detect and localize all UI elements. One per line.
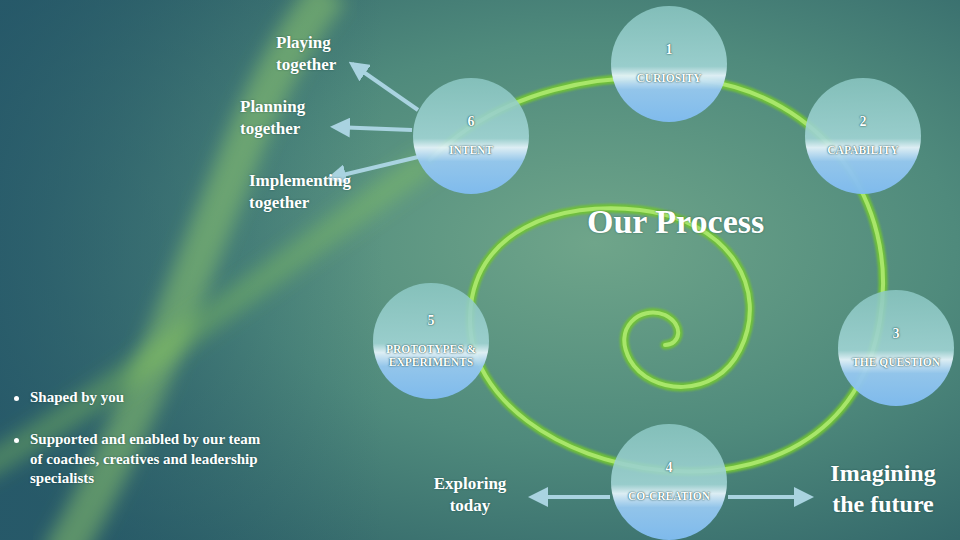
step-number: 5 <box>428 313 435 329</box>
leader-arrow <box>532 495 610 499</box>
process-circle: 4CO-CREATION <box>611 424 727 540</box>
bullet-dot <box>14 396 19 401</box>
leader-arrow <box>352 64 418 110</box>
process-circle: 3THE QUESTION <box>838 290 954 406</box>
step-label: PROTOTYPES & EXPERIMENTS <box>384 343 478 369</box>
step-label: CURIOSITY <box>636 72 701 85</box>
step-number: 1 <box>666 42 673 58</box>
process-circle: 5PROTOTYPES & EXPERIMENTS <box>373 283 489 399</box>
process-circle: 2CAPABILITY <box>805 78 921 194</box>
bullet-dot <box>14 438 19 443</box>
process-circle: 6INTENT <box>413 78 529 194</box>
step-label: CO-CREATION <box>628 490 710 503</box>
outcome-label: Playing together <box>276 32 376 76</box>
diagram-title: Our Process <box>587 200 764 244</box>
step-number: 4 <box>666 460 673 476</box>
outcome-label: Planning together <box>240 96 340 140</box>
leader-arrow <box>728 495 810 499</box>
step-number: 3 <box>893 326 900 342</box>
direction-label: Imagining the future <box>814 458 952 520</box>
outcome-label: Implementing together <box>249 170 379 214</box>
leader-arrow <box>334 127 412 130</box>
direction-label: Exploring today <box>412 473 528 517</box>
step-label: THE QUESTION <box>852 356 940 369</box>
bullet-note: Supported and enabled by our team of coa… <box>30 430 262 489</box>
bullet-note: Shaped by you <box>30 388 250 408</box>
step-label: INTENT <box>449 144 493 157</box>
blurred-tendril <box>0 160 430 470</box>
step-number: 2 <box>860 114 867 130</box>
step-label: CAPABILITY <box>827 144 898 157</box>
process-circle: 1CURIOSITY <box>611 6 727 122</box>
step-number: 6 <box>468 114 475 130</box>
